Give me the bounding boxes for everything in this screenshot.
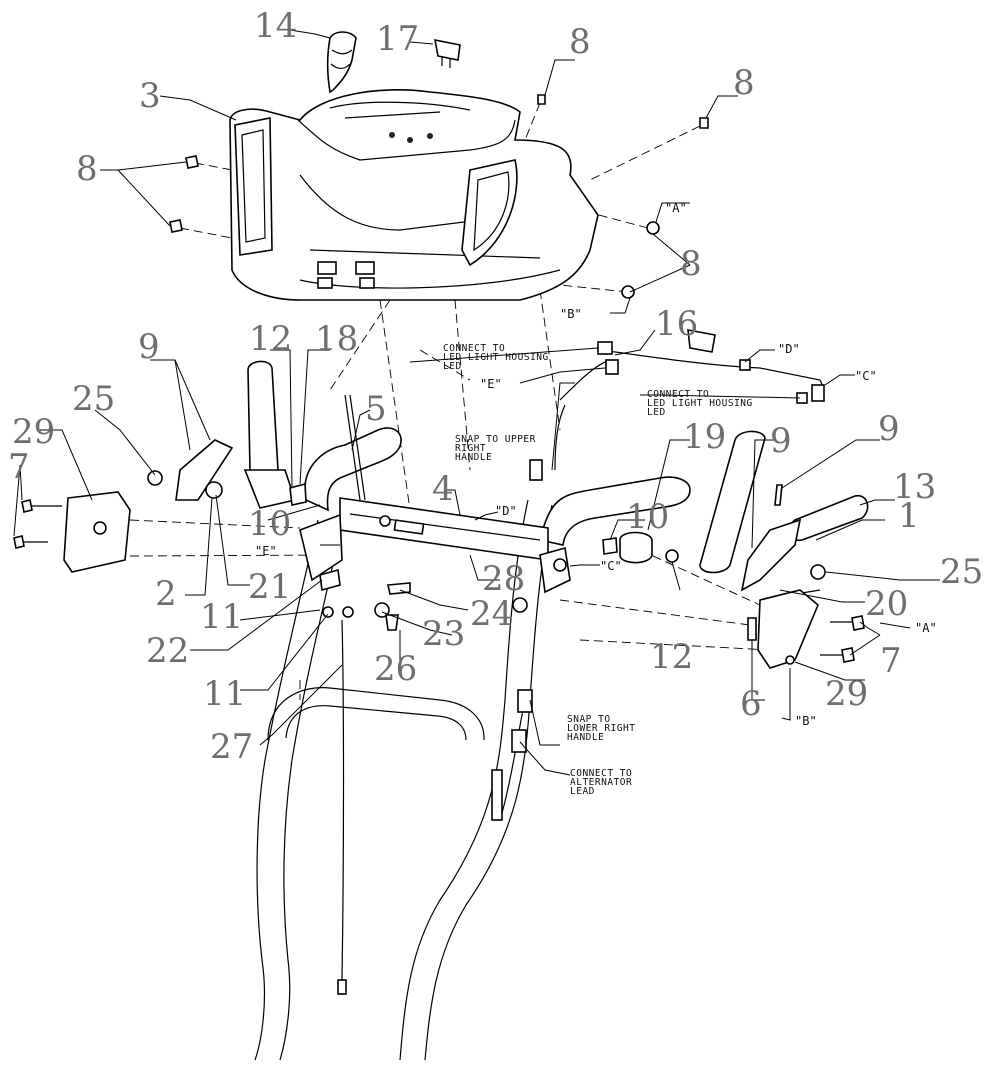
callout-5: 5: [365, 389, 387, 429]
callout-8: 8: [680, 244, 702, 284]
callout-10: 10: [248, 504, 291, 544]
ref-b: "B": [560, 307, 582, 321]
callout-1: 1: [898, 496, 920, 536]
ref-e: "E": [255, 544, 277, 558]
callout-2: 2: [155, 574, 177, 614]
dash-panel-housing: [229, 89, 599, 301]
svg-text:CONNECT TO: CONNECT TO: [443, 343, 505, 354]
svg-text:CONNECT TO: CONNECT TO: [647, 389, 709, 400]
callout-25: 25: [940, 552, 983, 592]
callout-20: 20: [865, 584, 908, 624]
svg-text:SNAP TO UPPER: SNAP TO UPPER: [455, 434, 536, 445]
callout-3: 3: [139, 76, 161, 116]
svg-text:LED: LED: [647, 407, 666, 418]
callout-27: 27: [210, 727, 253, 767]
svg-text:HANDLE: HANDLE: [567, 732, 604, 743]
callout-7: 7: [880, 641, 902, 681]
callout-9: 9: [770, 421, 792, 461]
svg-text:LED: LED: [443, 361, 462, 372]
callout-24: 24: [470, 594, 513, 634]
svg-text:CONNECT TO: CONNECT TO: [570, 768, 632, 779]
note-connect-led-right: CONNECT TO LED LIGHT HOUSING LED: [647, 389, 753, 418]
callout-12: 12: [249, 319, 292, 359]
callout-numbers: 14 17 8 8 3 8 8 9 12 18 25 29 5 7 16 10 …: [8, 6, 983, 767]
ref-d: "D": [495, 504, 517, 518]
callout-6: 6: [740, 684, 762, 724]
callout-7: 7: [8, 447, 30, 487]
callout-18: 18: [315, 319, 358, 359]
callout-16: 16: [655, 304, 698, 344]
small-parts: [13, 31, 869, 995]
callout-11: 11: [200, 597, 243, 637]
ref-c: "C": [855, 369, 877, 383]
callout-23: 23: [422, 614, 465, 654]
callout-10: 10: [626, 497, 669, 537]
ref-d: "D": [778, 342, 800, 356]
callout-8: 8: [733, 63, 755, 103]
leader-lines: [13, 29, 940, 776]
lower-handle-frame: [254, 427, 691, 1061]
notes: CONNECT TO LED LIGHT HOUSING LED CONNECT…: [443, 343, 753, 797]
ref-e: "E": [480, 377, 502, 391]
callout-9: 9: [138, 327, 160, 367]
callout-25: 25: [72, 379, 115, 419]
svg-text:LEAD: LEAD: [570, 786, 595, 797]
callout-26: 26: [374, 649, 417, 689]
callout-12: 12: [650, 637, 693, 677]
callout-28: 28: [482, 559, 525, 599]
note-alternator-lead: CONNECT TO ALTERNATOR LEAD: [570, 768, 632, 797]
svg-text:LED LIGHT HOUSING: LED LIGHT HOUSING: [443, 352, 549, 363]
callout-13: 13: [893, 467, 936, 507]
ref-b: "B": [795, 714, 817, 728]
callout-9: 9: [878, 409, 900, 449]
svg-text:HANDLE: HANDLE: [455, 452, 492, 463]
ref-c: "C": [600, 559, 622, 573]
callout-21: 21: [248, 567, 291, 607]
callout-4: 4: [432, 469, 454, 509]
svg-text:LED LIGHT HOUSING: LED LIGHT HOUSING: [647, 398, 753, 409]
note-connect-led-upper: CONNECT TO LED LIGHT HOUSING LED: [443, 343, 549, 372]
ref-a: "A": [915, 621, 937, 635]
note-snap-upper-right: SNAP TO UPPER RIGHT HANDLE: [455, 434, 536, 463]
svg-text:SNAP TO: SNAP TO: [567, 714, 611, 725]
callout-29: 29: [12, 412, 55, 452]
svg-text:ALTERNATOR: ALTERNATOR: [570, 777, 632, 788]
callout-22: 22: [146, 631, 189, 671]
callout-8: 8: [569, 22, 591, 62]
callout-17: 17: [376, 19, 419, 59]
ref-a: "A": [665, 201, 687, 215]
callout-19: 19: [683, 417, 726, 457]
svg-text:LOWER RIGHT: LOWER RIGHT: [567, 723, 635, 734]
note-snap-lower-right: SNAP TO LOWER RIGHT HANDLE: [567, 714, 635, 743]
assembly-guides: [129, 102, 771, 700]
callout-11: 11: [203, 674, 246, 714]
callout-14: 14: [254, 6, 297, 46]
svg-text:RIGHT: RIGHT: [455, 443, 486, 454]
reference-letters: "A" "B" "D" "C" "E" "D" "E" "C" "A" "B": [255, 201, 937, 728]
callout-29: 29: [825, 674, 868, 714]
callout-8: 8: [76, 149, 98, 189]
